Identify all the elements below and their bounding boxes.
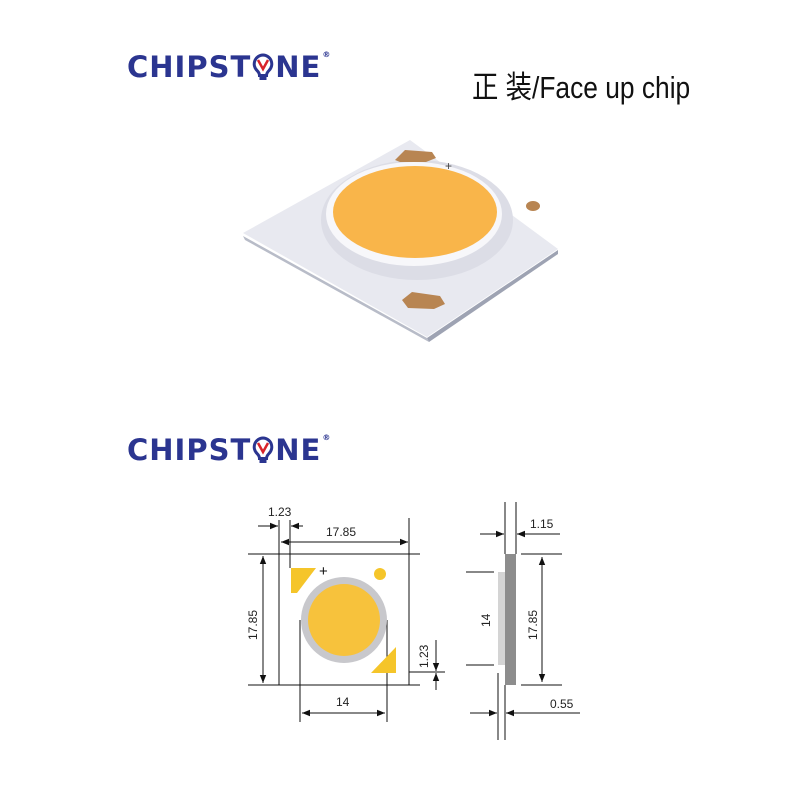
pad-bottom (402, 292, 445, 309)
dim-width-top: 17.85 (326, 525, 356, 539)
phosphor-area (333, 166, 497, 258)
bulb-icon (252, 53, 274, 80)
dim-side-lens-thickness: 0.55 (550, 697, 574, 711)
logo-text: CHIPST (127, 433, 252, 467)
dim-side-thickness: 1.15 (530, 517, 554, 531)
marker-dot (526, 201, 540, 211)
logo-text: NE (275, 433, 322, 467)
bulb-icon (252, 436, 274, 463)
dim-circle-diameter: 14 (336, 695, 350, 709)
logo-text: CHIPST (127, 50, 252, 84)
brand-logo: CHIPST NE® (127, 50, 331, 84)
dim-side-height: 17.85 (526, 610, 540, 640)
registered-mark: ® (322, 50, 332, 59)
pad-bottom-right (371, 647, 396, 673)
dim-height-left: 17.85 (246, 610, 260, 640)
registered-mark: ® (322, 433, 332, 442)
pad-top (395, 150, 436, 162)
plus-mark: + (319, 563, 328, 580)
substrate-side (505, 554, 516, 685)
logo-text: NE (275, 50, 322, 84)
page-title: 正 装/Face up chip (472, 70, 691, 105)
dim-offset-top: 1.23 (268, 505, 292, 519)
marker-dot (374, 568, 386, 580)
lens-side (498, 572, 505, 665)
dim-offset-right: 1.23 (417, 644, 431, 668)
dim-side-lens-height: 14 (479, 613, 493, 627)
pad-top-left (291, 568, 316, 593)
phosphor-circle (308, 584, 380, 656)
brand-logo-2: CHIPST NE® (127, 433, 331, 467)
plus-mark: + (445, 159, 452, 173)
